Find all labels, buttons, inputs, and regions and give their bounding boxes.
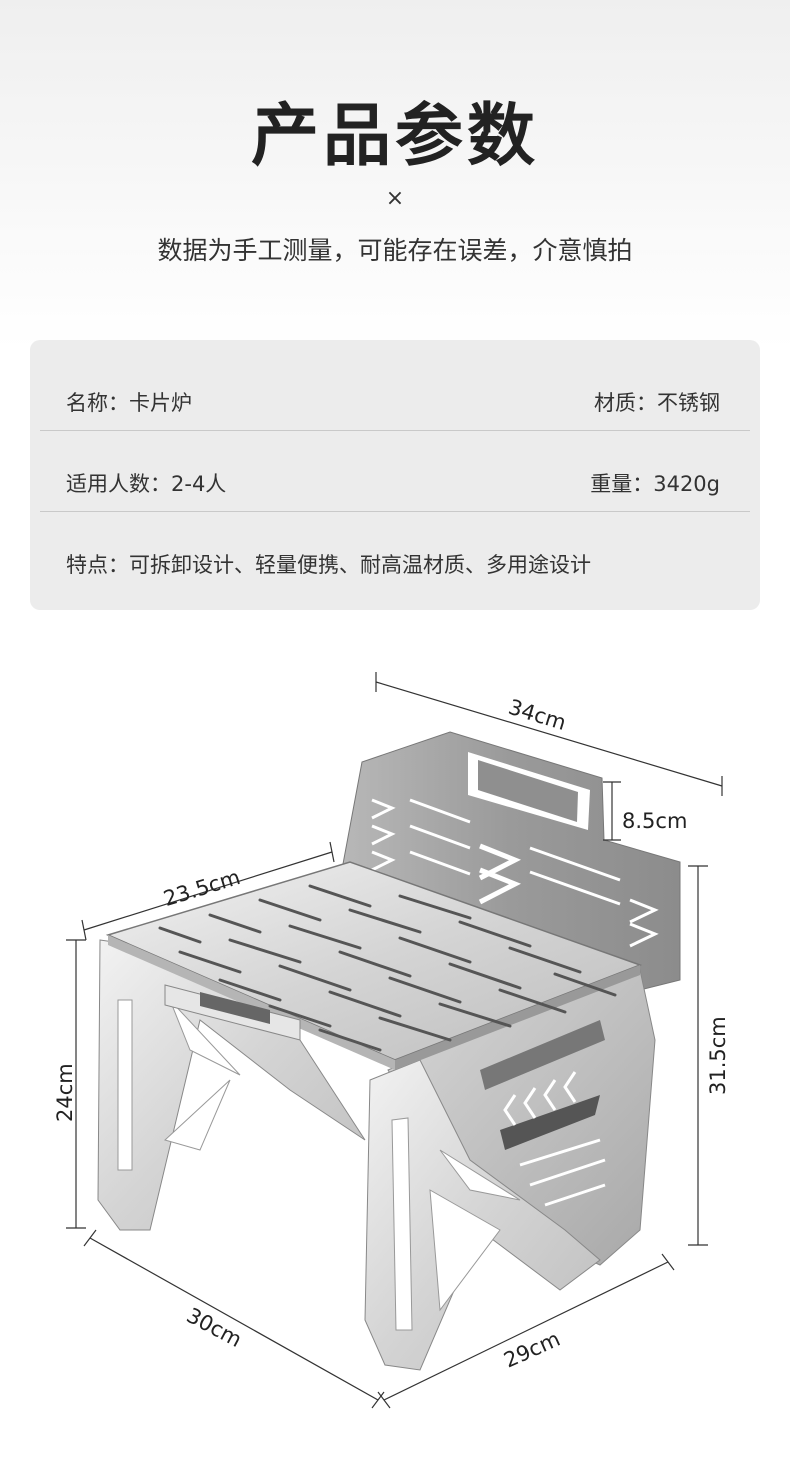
dim-base-right: 29cm [500,1327,563,1373]
dimension-lines [66,672,723,1409]
front-right-leg [364,1059,601,1371]
spec-row-features: 特点：可拆卸设计、轻量便携、耐高温材质、多用途设计 [40,512,750,592]
back-panel [339,731,681,991]
dim-width-top: 34cm [506,695,569,735]
header-background [0,0,790,350]
dim-total-height: 31.5cm [706,1016,730,1095]
spec-features: 特点：可拆卸设计、轻量便携、耐高温材质、多用途设计 [66,553,591,577]
dim-leg-height: 24cm [53,1063,77,1122]
product-dimension-diagram: 34cm 8.5cm 23.5cm 31.5cm 24cm 30cm 29cm [53,672,730,1409]
spec-card: 名称：卡片炉 材质：不锈钢 适用人数：2-4人 重量：3420g 特点：可拆卸设… [30,340,760,610]
dim-base-left: 30cm [183,1303,246,1352]
dim-handle-height: 8.5cm [622,809,687,833]
page-subtitle: 数据为手工测量，可能存在误差，介意慎拍 [157,236,633,265]
left-leg [97,939,366,1231]
spec-row-name: 名称：卡片炉 材质：不锈钢 [40,350,750,431]
page-title: 产品参数 [250,97,539,176]
spec-weight: 重量：3420g [590,472,720,496]
spec-row-capacity: 适用人数：2-4人 重量：3420g [40,431,750,512]
times-symbol: × [385,186,405,211]
spec-name: 名称：卡片炉 [66,391,192,415]
spec-capacity: 适用人数：2-4人 [66,472,227,496]
grill-grate [105,861,643,1070]
spec-material: 材质：不锈钢 [594,391,720,415]
